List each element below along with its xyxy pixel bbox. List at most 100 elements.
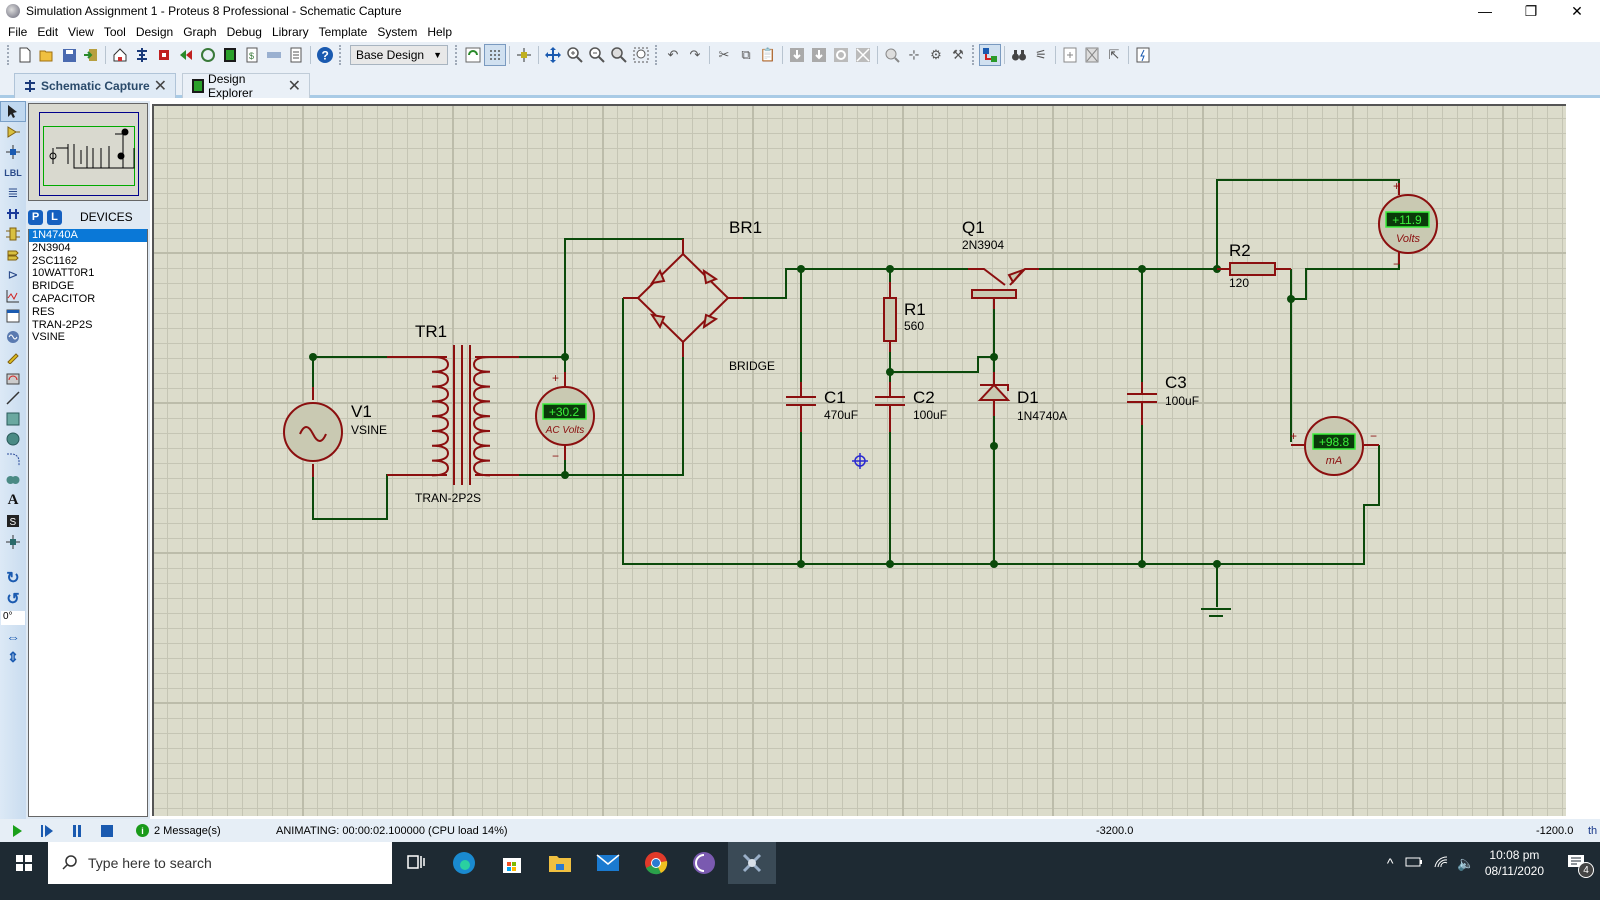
zoom-out-icon[interactable] xyxy=(586,44,608,66)
chrome-icon[interactable] xyxy=(632,842,680,884)
3d-viewer-icon[interactable] xyxy=(197,44,219,66)
mirror-vertical-icon[interactable]: ⇕ xyxy=(7,649,19,666)
play-button[interactable] xyxy=(4,821,30,841)
menu-graph[interactable]: Graph xyxy=(183,25,217,39)
block-move-icon[interactable] xyxy=(808,44,830,66)
import-icon[interactable] xyxy=(80,44,102,66)
pan-icon[interactable] xyxy=(542,44,564,66)
arc-icon[interactable] xyxy=(0,450,26,471)
gerber-icon[interactable] xyxy=(175,44,197,66)
device-item[interactable]: 2SC1162 xyxy=(32,254,78,267)
restore-button[interactable]: ❐ xyxy=(1524,2,1538,19)
pcb-icon[interactable] xyxy=(153,44,175,66)
graph-mode-icon[interactable] xyxy=(0,286,26,307)
copy-icon[interactable]: ⧉ xyxy=(741,47,751,62)
schematic-canvas[interactable]: V1 VSINE TR1 TRAN-2P2S +30.2 AC Volts + … xyxy=(152,104,1566,816)
refresh-icon[interactable] xyxy=(462,44,484,66)
file-explorer-icon[interactable] xyxy=(536,842,584,884)
device-item[interactable]: 1N4740A xyxy=(29,229,147,242)
ac-voltmeter[interactable]: +30.2 AC Volts + − xyxy=(535,371,595,463)
buses-icon[interactable] xyxy=(0,204,26,225)
path-icon[interactable] xyxy=(0,470,26,491)
c2-capacitor[interactable]: C2 100uF xyxy=(875,382,947,432)
cut-icon[interactable]: ✂ xyxy=(718,47,730,62)
task-view-icon[interactable] xyxy=(392,842,440,884)
br1-bridge-rectifier[interactable]: BR1 BRIDGE xyxy=(623,218,775,373)
wire-label-icon[interactable]: LBL xyxy=(4,167,22,178)
close-tab-icon[interactable]: ✕ xyxy=(153,78,167,95)
dc-voltmeter[interactable]: +11.9 Volts + − xyxy=(1378,179,1438,271)
design-variant-select[interactable]: Base Design ▼ xyxy=(350,45,448,65)
help-icon[interactable]: ? xyxy=(314,44,336,66)
selection-mode-icon[interactable] xyxy=(0,101,26,122)
messages-indicator[interactable]: i 2 Message(s) xyxy=(136,824,221,837)
toolbar-grip[interactable] xyxy=(339,45,343,65)
home-icon[interactable] xyxy=(109,44,131,66)
taskbar-search[interactable]: Type here to search xyxy=(48,842,392,884)
notes-icon[interactable] xyxy=(285,44,307,66)
device-item[interactable]: BRIDGE xyxy=(32,280,75,293)
q1-transistor[interactable]: Q1 2N3904 xyxy=(962,218,1039,309)
menu-debug[interactable]: Debug xyxy=(226,25,262,39)
r2-resistor[interactable]: R2 120 xyxy=(1217,241,1291,290)
wifi-icon[interactable] xyxy=(1433,855,1449,872)
block-delete-icon[interactable] xyxy=(852,44,874,66)
tab-design-explorer[interactable]: Design Explorer ✕ xyxy=(182,72,310,100)
design-explorer-icon[interactable] xyxy=(219,44,241,66)
device-item[interactable]: TRAN-2P2S xyxy=(32,318,93,331)
proteus-taskbar-icon[interactable] xyxy=(728,842,776,884)
zoom-in-icon[interactable] xyxy=(564,44,586,66)
menu-help[interactable]: Help xyxy=(427,25,453,39)
grid-icon[interactable] xyxy=(484,44,506,66)
new-icon[interactable] xyxy=(14,44,36,66)
overview-window[interactable] xyxy=(28,103,148,201)
open-icon[interactable] xyxy=(36,44,58,66)
zoom-area-icon[interactable] xyxy=(630,44,652,66)
menu-edit[interactable]: Edit xyxy=(37,25,59,39)
package-icon[interactable]: ⚙ xyxy=(930,47,942,62)
block-copy-icon[interactable] xyxy=(786,44,808,66)
vsm-studio-icon[interactable] xyxy=(263,44,285,66)
r1-resistor[interactable]: R1 560 xyxy=(883,282,926,352)
junction-dot-icon[interactable] xyxy=(0,142,26,163)
electrical-rule-check-icon[interactable] xyxy=(1132,44,1154,66)
origin-icon[interactable] xyxy=(513,44,535,66)
microsoft-store-icon[interactable] xyxy=(488,842,536,884)
mail-icon[interactable] xyxy=(584,842,632,884)
search-icon[interactable] xyxy=(1008,44,1030,66)
ground-symbol[interactable] xyxy=(1201,608,1231,617)
block-rotate-icon[interactable] xyxy=(830,44,852,66)
toolbar-grip[interactable] xyxy=(455,45,459,65)
device-item[interactable]: 10WATT0R1 xyxy=(32,267,95,280)
terminals-icon[interactable] xyxy=(0,245,26,266)
action-center-icon[interactable]: 4 xyxy=(1554,854,1600,878)
v1-sine-source[interactable]: V1 VSINE xyxy=(283,387,387,477)
zoom-all-icon[interactable] xyxy=(608,44,630,66)
start-button[interactable] xyxy=(0,842,48,884)
pick-devices-button[interactable]: P xyxy=(28,209,43,225)
menu-tool[interactable]: Tool xyxy=(103,25,126,39)
symbol-icon[interactable]: S xyxy=(0,511,26,532)
close-button[interactable]: ✕ xyxy=(1571,2,1583,19)
undo-icon[interactable]: ↶ xyxy=(667,47,679,62)
paste-icon[interactable]: 📋 xyxy=(759,47,777,62)
tab-schematic-capture[interactable]: Schematic Capture ✕ xyxy=(14,73,176,98)
step-button[interactable] xyxy=(34,821,60,841)
menu-library[interactable]: Library xyxy=(271,25,309,39)
battery-icon[interactable] xyxy=(1405,856,1423,871)
rotate-anticlockwise-icon[interactable]: ↺ xyxy=(6,590,20,608)
menu-design[interactable]: Design xyxy=(135,25,174,39)
virtual-instrument-icon[interactable] xyxy=(0,368,26,389)
edge-browser-icon[interactable] xyxy=(440,842,488,884)
coordinate-unit[interactable]: th xyxy=(1588,824,1598,837)
pause-button[interactable] xyxy=(64,821,90,841)
d1-zener-diode[interactable]: D1 1N4740A xyxy=(977,372,1067,423)
decompose-icon[interactable]: ⚒ xyxy=(952,47,964,62)
marker-icon[interactable] xyxy=(0,532,26,553)
rotate-clockwise-icon[interactable]: ↻ xyxy=(6,570,20,588)
rotation-angle-field[interactable]: 0° xyxy=(1,611,25,625)
text-script-icon[interactable]: ≣ xyxy=(7,185,19,201)
menu-template[interactable]: Template xyxy=(318,25,368,39)
redo-icon[interactable]: ↷ xyxy=(689,47,701,62)
minimize-button[interactable]: — xyxy=(1478,3,1492,19)
